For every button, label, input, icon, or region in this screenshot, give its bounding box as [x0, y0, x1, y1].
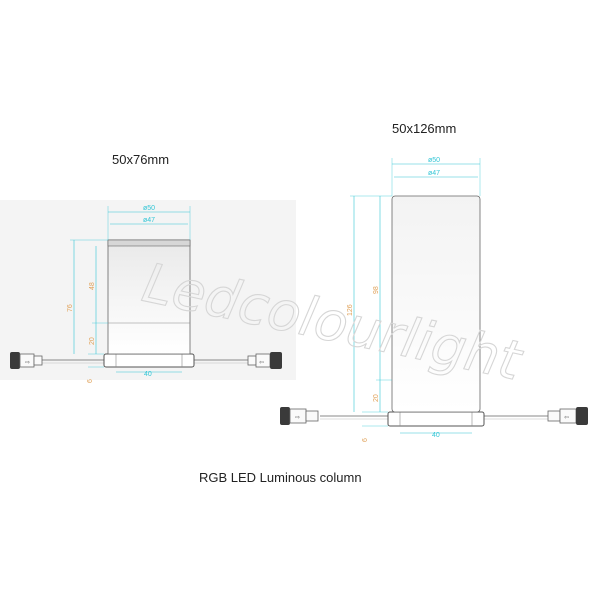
- product-caption: RGB LED Luminous column: [199, 470, 362, 485]
- large-right-connector: ⇦: [547, 407, 588, 425]
- large-height-total-label: 126: [347, 304, 354, 316]
- small-base: [103, 353, 195, 368]
- small-left-connector: ⇨: [10, 352, 43, 369]
- small-base-width-label: 40: [144, 371, 152, 378]
- small-right-connector: ⇦: [247, 352, 282, 369]
- small-height-lower-label: 20: [89, 337, 96, 345]
- large-height-base-label: 6: [362, 438, 369, 442]
- large-column-drawing: ⇨ ⇦ ø50 ø47 126 98 20: [280, 157, 588, 442]
- large-height-lower-label: 20: [373, 394, 380, 402]
- large-column-title: 50x126mm: [392, 121, 457, 136]
- large-height-upper-label: 98: [373, 286, 380, 294]
- large-column-body: [391, 195, 481, 413]
- svg-text:⇨: ⇨: [295, 414, 300, 421]
- small-height-upper-label: 48: [89, 282, 96, 290]
- small-dia-outer-label: ø50: [143, 205, 155, 212]
- small-dia-inner-label: ø47: [143, 217, 155, 224]
- small-height-base-label: 6: [87, 379, 94, 383]
- large-dia-inner-label: ø47: [428, 170, 440, 177]
- svg-text:⇨: ⇨: [25, 359, 30, 366]
- small-column-body: [107, 239, 191, 355]
- svg-text:⇦: ⇦: [259, 359, 264, 366]
- small-height-total-label: 76: [67, 304, 74, 312]
- small-column-drawing: ⇨ ⇦ ø50 ø47 76 48 20: [10, 205, 282, 383]
- large-base-width-label: 40: [432, 432, 440, 439]
- large-dia-outer-label: ø50: [428, 157, 440, 164]
- large-left-connector: ⇨: [280, 407, 319, 425]
- small-column-top-rim: [107, 239, 191, 247]
- svg-text:⇦: ⇦: [564, 414, 569, 421]
- large-base: [387, 411, 485, 427]
- small-column-title: 50x76mm: [112, 152, 170, 167]
